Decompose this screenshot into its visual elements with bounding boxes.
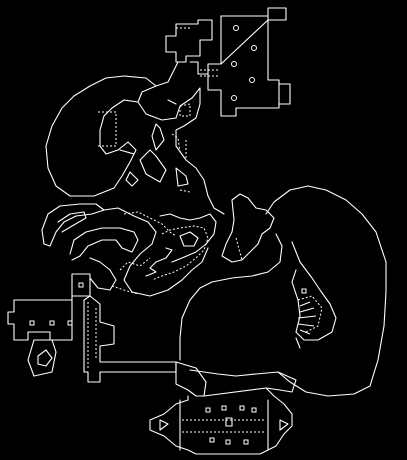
east-cave <box>179 185 387 397</box>
thing-marker <box>225 439 231 445</box>
thing-marker <box>251 407 257 413</box>
south-building <box>149 361 297 455</box>
thing-marker <box>231 61 237 67</box>
thing-marker <box>78 282 84 288</box>
northwest-room <box>155 19 218 87</box>
thing-marker <box>209 437 215 443</box>
thing-marker <box>49 320 55 326</box>
thing-marker <box>231 95 237 101</box>
west-tower <box>7 273 177 383</box>
thing-marker <box>233 25 239 31</box>
northeast-building <box>207 7 291 117</box>
north-cave <box>45 75 225 215</box>
thing-marker <box>221 405 227 411</box>
thing-marker <box>301 288 307 294</box>
central-cave-system <box>41 203 217 297</box>
thing-marker <box>29 320 35 326</box>
thing-marker <box>67 320 73 326</box>
thing-marker <box>205 407 211 413</box>
thing-marker <box>239 405 245 411</box>
thing-marker <box>249 77 255 83</box>
thing-marker <box>251 45 257 51</box>
thing-marker <box>243 439 249 445</box>
